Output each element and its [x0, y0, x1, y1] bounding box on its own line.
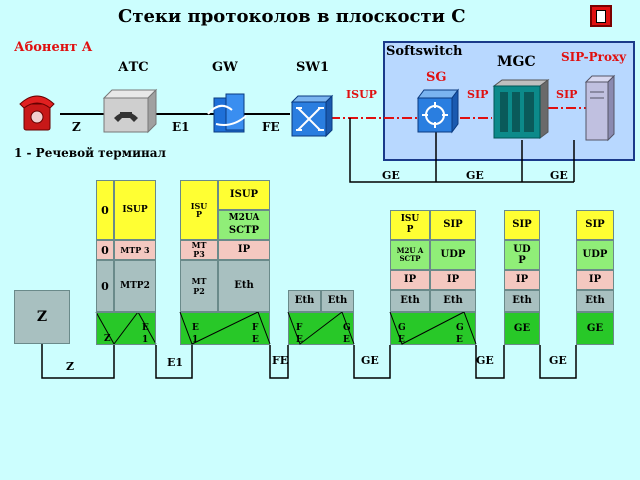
- gw-phys-fe: F E: [252, 323, 259, 345]
- atc-isup-layer: ISUP: [114, 180, 156, 240]
- phys-mark-sg: [389, 311, 477, 345]
- bottom-label-z: Z: [66, 360, 75, 373]
- link-label-z: Z: [72, 120, 81, 134]
- proxy-udp-layer: UDP: [576, 240, 614, 270]
- sg-isup-layer: ISU P: [390, 210, 430, 240]
- node-label-sg: SG: [426, 70, 447, 85]
- sw1-phys-ge: G E: [343, 323, 351, 345]
- terminal-caption: 1 - Речевой терминал: [14, 146, 166, 160]
- bottom-link-e1: [155, 345, 193, 379]
- subscriber-label: Абонент А: [14, 40, 93, 55]
- sw1-eth-right: Eth: [321, 290, 354, 312]
- atc-phys-e1: E 1: [142, 323, 149, 345]
- atc-num-1: 0: [96, 180, 114, 240]
- server-icon: [492, 79, 550, 139]
- atc-mtp3-layer: МТР 3: [114, 240, 156, 260]
- bottom-link-z: [41, 344, 115, 379]
- phys-mark-sw1: [287, 311, 355, 345]
- bottom-link-ge1: [353, 345, 391, 379]
- gateway-icon: [207, 93, 247, 133]
- mgc-udp-layer: UD P: [504, 240, 540, 270]
- gw-m2ua-label: M2UA: [228, 213, 260, 223]
- sg-sip-layer: SIP: [430, 210, 476, 240]
- bottom-label-ge-3: GE: [549, 354, 567, 367]
- mgc-eth-layer: Eth: [504, 290, 540, 312]
- switch-icon: [290, 94, 334, 138]
- sg-eth-left: Eth: [390, 290, 430, 312]
- node-label-sip-proxy: SIP-Proxy: [561, 50, 627, 64]
- mgc-sip-layer: SIP: [504, 210, 540, 240]
- proxy-ip-layer: IP: [576, 270, 614, 290]
- sw1-phys-fe: F E: [296, 323, 303, 345]
- gw-mtp3-layer: МТ Р3: [180, 240, 218, 260]
- phone-icon: [19, 95, 55, 131]
- bottom-link-fe: [269, 345, 289, 379]
- sg-m2ua-sctp-layer: M2U A SCTP: [390, 240, 430, 270]
- link-label-ge-3: GE: [550, 169, 568, 182]
- node-label-gw: GW: [212, 60, 238, 75]
- link-label-e1: E1: [172, 120, 190, 134]
- atc-num-3: 0: [96, 260, 114, 312]
- sg-ip-left: IP: [390, 270, 430, 290]
- gw-phys-e1: E 1: [192, 323, 199, 345]
- bottom-label-ge-2: GE: [476, 354, 494, 367]
- bottom-label-e1: E1: [167, 356, 184, 369]
- mgc-ip-layer: IP: [504, 270, 540, 290]
- link-label-fe: FE: [262, 120, 280, 134]
- server-tower-icon: [584, 74, 616, 142]
- bottom-link-ge2: [475, 345, 505, 379]
- bottom-label-ge-1: GE: [361, 354, 379, 367]
- bottom-link-ge3: [539, 345, 577, 379]
- proxy-ge-layer: GE: [576, 312, 614, 345]
- mgc-ge-layer: GE: [504, 312, 540, 345]
- link-label-sip-1: SIP: [467, 88, 489, 101]
- node-label-mgc: MGC: [497, 54, 536, 70]
- page-title: Стеки протоколов в плоскости С: [118, 6, 466, 27]
- link-label-ge-1: GE: [382, 169, 400, 182]
- gw-isup-layer: ISUP: [218, 180, 270, 210]
- proxy-eth-layer: Eth: [576, 290, 614, 312]
- node-label-sw1: SW1: [296, 60, 330, 75]
- sg-udp-layer: UDP: [430, 240, 476, 270]
- node-label-atc: АТС: [118, 60, 149, 75]
- document-icon[interactable]: [590, 5, 612, 27]
- sg-phys-ge-left: G E: [398, 323, 406, 345]
- gw-isup-left-layer: ISU P: [180, 180, 218, 240]
- phys-mark-gw: [179, 311, 271, 345]
- gw-m2ua-sctp-layer: M2UA SCTP: [218, 210, 270, 240]
- atc-phys-frame: [96, 312, 156, 345]
- sg-ip-right: IP: [430, 270, 476, 290]
- gw-sctp-label: SCTP: [228, 225, 260, 236]
- ge-bus: [349, 118, 574, 183]
- atc-num-2: 0: [96, 240, 114, 260]
- atc-mtp2-layer: МТР2: [114, 260, 156, 312]
- gw-eth-layer: Eth: [218, 260, 270, 312]
- exchange-icon: [102, 88, 158, 134]
- atc-phys-z: Z: [104, 334, 111, 344]
- sw1-eth-left: Eth: [288, 290, 321, 312]
- bottom-label-fe: FE: [272, 354, 289, 367]
- proxy-sip-layer: SIP: [576, 210, 614, 240]
- sg-eth-right: Eth: [430, 290, 476, 312]
- node-label-softswitch: Softswitch: [386, 44, 463, 59]
- router-icon: [417, 88, 459, 134]
- sg-phys-ge-right: G E: [456, 323, 464, 345]
- link-label-isup: ISUP: [346, 88, 377, 101]
- gw-mtp2-layer: МТ Р2: [180, 260, 218, 312]
- link-label-sip-2: SIP: [556, 88, 578, 101]
- terminal-z-layer: Z: [14, 290, 70, 344]
- link-label-ge-2: GE: [466, 169, 484, 182]
- gw-ip-layer: IP: [218, 240, 270, 260]
- phys-mark-atc: [95, 311, 157, 345]
